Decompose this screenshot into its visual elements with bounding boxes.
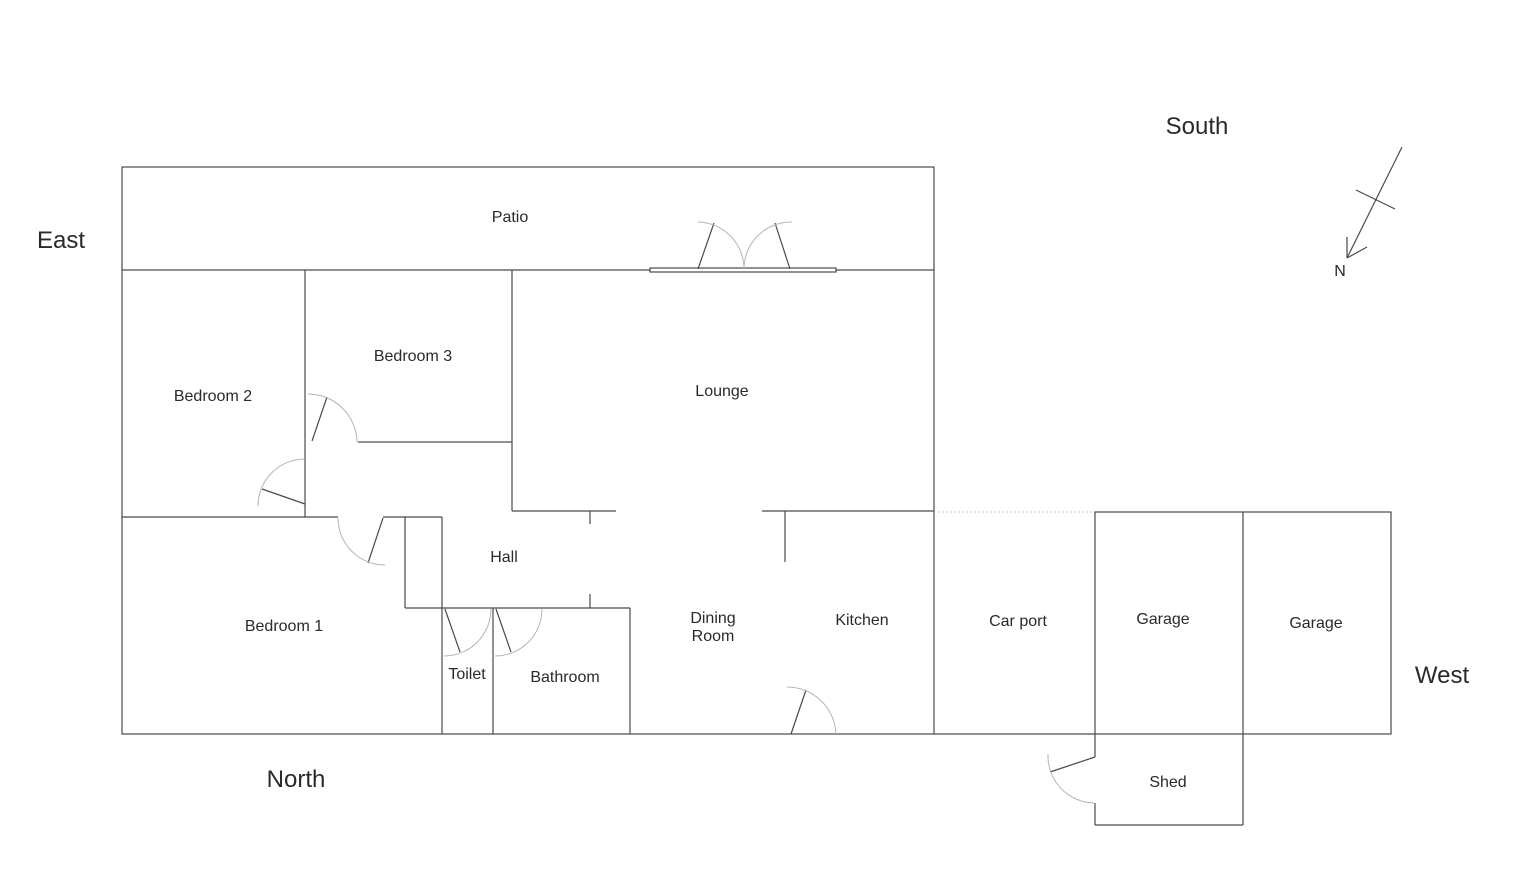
room-hall: Hall xyxy=(490,549,518,566)
direction-south: South xyxy=(1166,113,1229,140)
bedroom2-door xyxy=(257,458,306,507)
compass-arrowhead-right xyxy=(1346,246,1368,259)
patio-door-left xyxy=(697,221,745,270)
room-bedroom2: Bedroom 2 xyxy=(174,388,252,405)
room-bedroom3: Bedroom 3 xyxy=(374,348,452,365)
room-bathroom: Bathroom xyxy=(530,669,599,686)
room-patio: Patio xyxy=(492,209,529,226)
direction-north: North xyxy=(267,766,326,793)
room-lounge: Lounge xyxy=(695,383,748,400)
room-dining-line2: Room xyxy=(692,628,735,645)
room-toilet: Toilet xyxy=(448,666,486,683)
sliding-door-track xyxy=(649,267,837,273)
patio-outline xyxy=(121,166,935,735)
bedroom1-door xyxy=(337,517,386,566)
doors xyxy=(257,221,1096,804)
room-shed: Shed xyxy=(1149,774,1186,791)
room-bedroom1: Bedroom 1 xyxy=(245,618,323,635)
compass-arrow-shaft xyxy=(1346,146,1403,259)
patio-door-right xyxy=(743,221,793,270)
compass-north-label: N xyxy=(1334,263,1346,280)
bedroom3-door xyxy=(307,393,358,443)
room-kitchen: Kitchen xyxy=(835,612,888,629)
bathroom-door xyxy=(494,608,543,657)
compass-cross-bar xyxy=(1355,189,1396,210)
kitchen-door xyxy=(786,686,837,735)
compass: N xyxy=(1334,146,1403,280)
room-carport: Car port xyxy=(989,613,1047,630)
room-dining-line1: Dining xyxy=(690,610,735,627)
direction-east: East xyxy=(37,227,85,254)
room-garage-2: Garage xyxy=(1289,615,1342,632)
direction-west: West xyxy=(1415,662,1470,689)
room-garage-1: Garage xyxy=(1136,611,1189,628)
shed-door xyxy=(1047,753,1096,804)
walls xyxy=(121,166,1392,826)
toilet-door xyxy=(443,608,492,657)
